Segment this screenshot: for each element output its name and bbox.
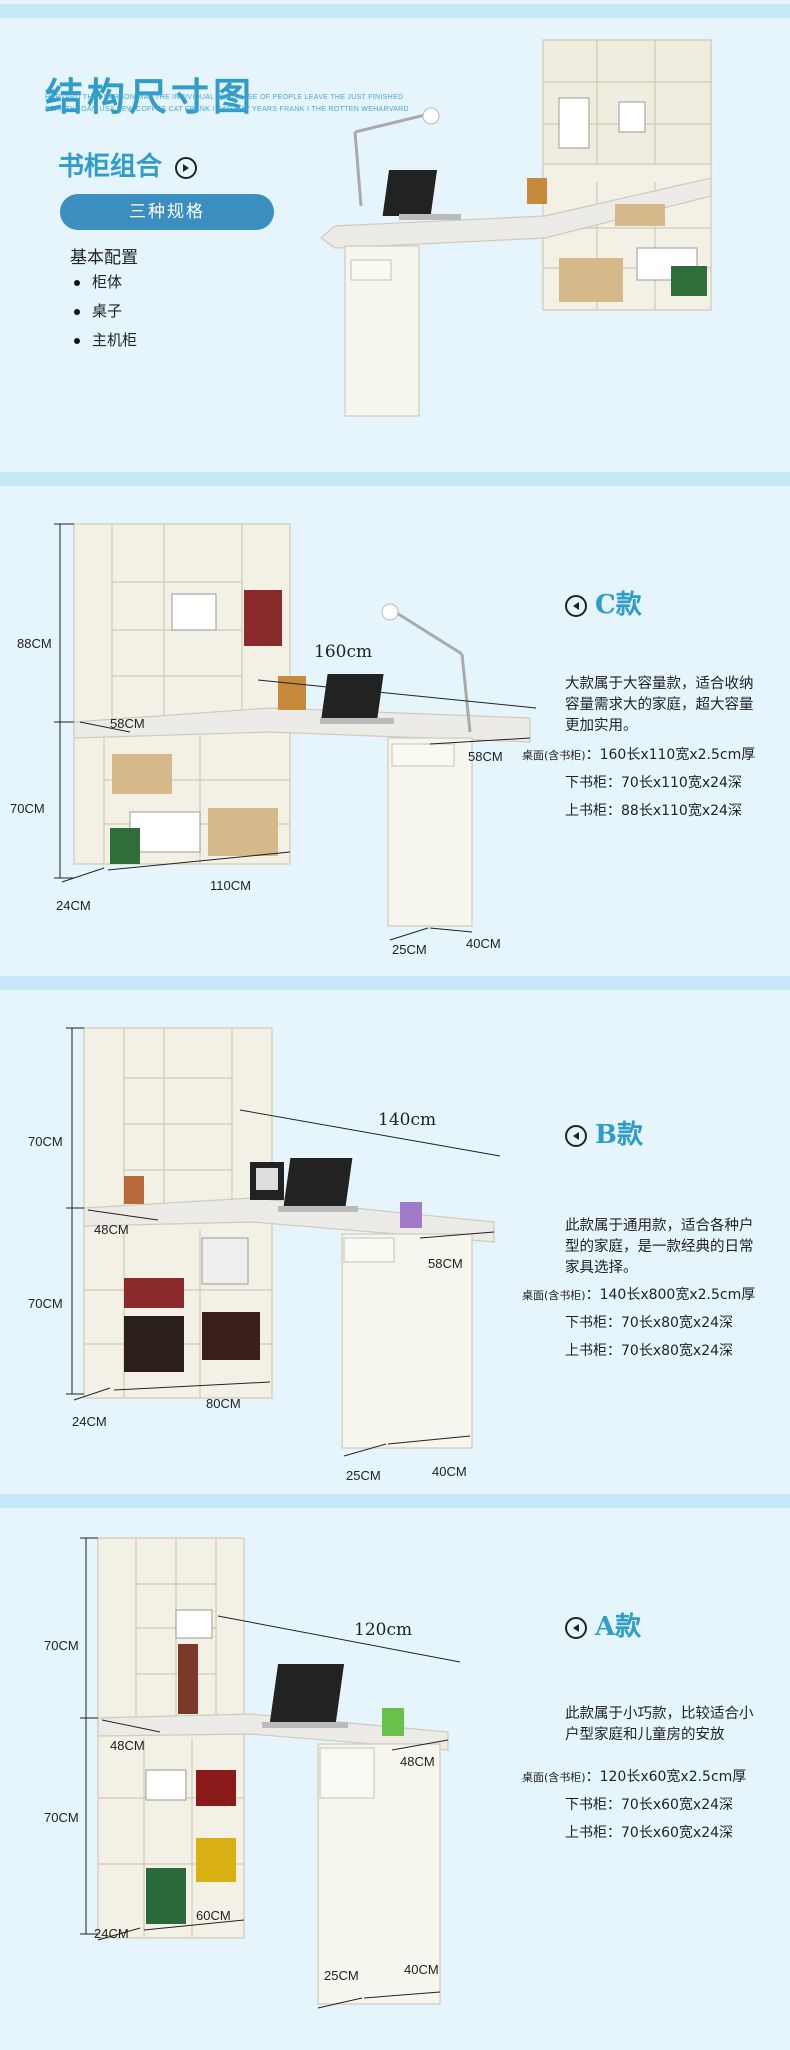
arrow-left-icon (565, 1125, 587, 1147)
dim-upper-height: 88CM (17, 636, 52, 651)
dim-lower-height: 70CM (10, 801, 45, 816)
dim-shelf-depth: 24CM (94, 1926, 129, 1941)
model-c-panel: 160cm 88CM 70CM 58CM 58CM 24CM 110CM 25C… (0, 486, 790, 976)
model-c-spec-lower: 下书柜：70长x110宽x24深 (565, 775, 742, 791)
arrow-left-icon (565, 1617, 587, 1639)
model-b-name: B款 (595, 1120, 643, 1150)
dim-cabinet-depth: 40CM (432, 1464, 467, 1479)
dim-desk-depth-left: 58CM (110, 716, 145, 731)
desk-hero-image (320, 39, 712, 417)
dim-cabinet-depth: 40CM (466, 936, 501, 951)
page-title: 结构尺寸图 (45, 74, 256, 119)
dim-desk-depth-right: 48CM (400, 1754, 435, 1769)
dim-shelf-width: 110CM (210, 878, 251, 893)
spec-prefix: 桌面(含书柜) (522, 1771, 586, 1784)
dim-cabinet-width: 25CM (346, 1468, 381, 1483)
model-a-desc: 此款属于小巧款，比较适合小户型家庭和儿童房的安放 (565, 1706, 754, 1743)
divider-band (0, 976, 790, 990)
list-item: 桌子 (72, 297, 137, 326)
model-a-spec-lower: 下书柜：70长x60宽x24深 (565, 1797, 734, 1813)
model-b-spec-lower: 下书柜：70长x80宽x24深 (565, 1315, 734, 1331)
dim-desk-depth-left: 48CM (110, 1738, 145, 1753)
dim-lower-height: 70CM (44, 1810, 79, 1825)
dim-shelf-depth: 24CM (72, 1414, 107, 1429)
basic-config-list: 柜体 桌子 主机柜 (72, 268, 137, 355)
model-c-desc: 大款属于大容量款，适合收纳容量需求大的家庭，超大容量更加实用。 (565, 676, 754, 734)
spec-desk-text: ：160长x110宽x2.5cm厚 (585, 747, 756, 763)
model-a-diagram (80, 1537, 461, 2009)
model-a-name: A款 (595, 1612, 642, 1642)
divider-band (0, 472, 790, 486)
model-c-spec-desk: 桌面(含书柜)：160长x110宽x2.5cm厚 (522, 742, 755, 769)
divider-band (0, 1494, 790, 1508)
dim-desk-depth-left: 48CM (94, 1222, 129, 1237)
dim-shelf-depth: 24CM (56, 898, 91, 913)
model-c-diagram (54, 523, 537, 941)
combo-title: 书柜组合 (58, 146, 198, 183)
model-b-diagram (66, 1027, 501, 1457)
model-a-spec-desk: 桌面(含书柜)：120长x60宽x2.5cm厚 (522, 1764, 746, 1791)
dim-desk-depth-right: 58CM (468, 749, 503, 764)
dim-shelf-width: 60CM (196, 1908, 231, 1923)
dim-lower-height: 70CM (28, 1296, 63, 1311)
list-item: 主机柜 (72, 326, 137, 355)
model-a-spec-upper: 上书柜：70长x60宽x24深 (565, 1825, 734, 1841)
model-a-panel: 120cm 70CM 70CM 48CM 48CM 24CM 60CM 25CM… (0, 1508, 790, 2050)
dim-cabinet-width: 25CM (324, 1968, 359, 1983)
dim-upper-height: 70CM (44, 1638, 79, 1653)
spec-desk-text: ：120长x60宽x2.5cm厚 (585, 1769, 747, 1785)
model-b-desc: 此款属于通用款，适合各种户型的家庭，是一款经典的日常家具选择。 (565, 1218, 754, 1276)
dim-upper-height: 70CM (28, 1134, 63, 1149)
arrow-left-icon (565, 595, 587, 617)
spec-pill: 三种规格 (60, 194, 274, 230)
dim-cabinet-depth: 40CM (404, 1962, 439, 1977)
model-b-spec-desk: 桌面(含书柜)：140长x800宽x2.5cm厚 (522, 1282, 755, 1309)
model-b-panel: 140cm 70CM 70CM 48CM 58CM 24CM 80CM 25CM… (0, 990, 790, 1494)
basic-config-label: 基本配置 (70, 248, 138, 268)
header-panel: 结构尺寸图 HARVARD THAT PERSON MAY THE INDIVI… (0, 18, 790, 472)
model-b-title: B款 (565, 1114, 643, 1151)
dim-shelf-width: 80CM (206, 1396, 241, 1411)
model-c-spec-upper: 上书柜：88长x110宽x24深 (565, 803, 742, 819)
dim-length: 120cm (354, 1620, 413, 1640)
spec-desk-text: ：140长x800宽x2.5cm厚 (585, 1287, 756, 1303)
spec-prefix: 桌面(含书柜) (522, 1289, 586, 1302)
english-subtitle: HARVARD THAT PERSON MAY THE INDIVIDUAL P… (45, 94, 404, 101)
list-item: 柜体 (72, 268, 137, 297)
model-c-title: C款 (565, 584, 642, 621)
arrow-right-icon (175, 157, 198, 179)
top-band (0, 4, 790, 18)
spec-prefix: 桌面(含书柜) (522, 749, 586, 762)
combo-title-text: 书柜组合 (58, 152, 163, 182)
english-subtitle: BEAUTY LOAN USA NEW COFFEE CAT FRANK I S… (45, 106, 409, 113)
dim-length: 140cm (378, 1110, 437, 1130)
model-b-spec-upper: 上书柜：70长x80宽x24深 (565, 1343, 734, 1359)
dim-length: 160cm (314, 642, 373, 662)
model-a-title: A款 (565, 1606, 641, 1643)
dim-cabinet-width: 25CM (392, 942, 427, 957)
model-c-name: C款 (595, 590, 642, 620)
dim-desk-depth-right: 58CM (428, 1256, 463, 1271)
